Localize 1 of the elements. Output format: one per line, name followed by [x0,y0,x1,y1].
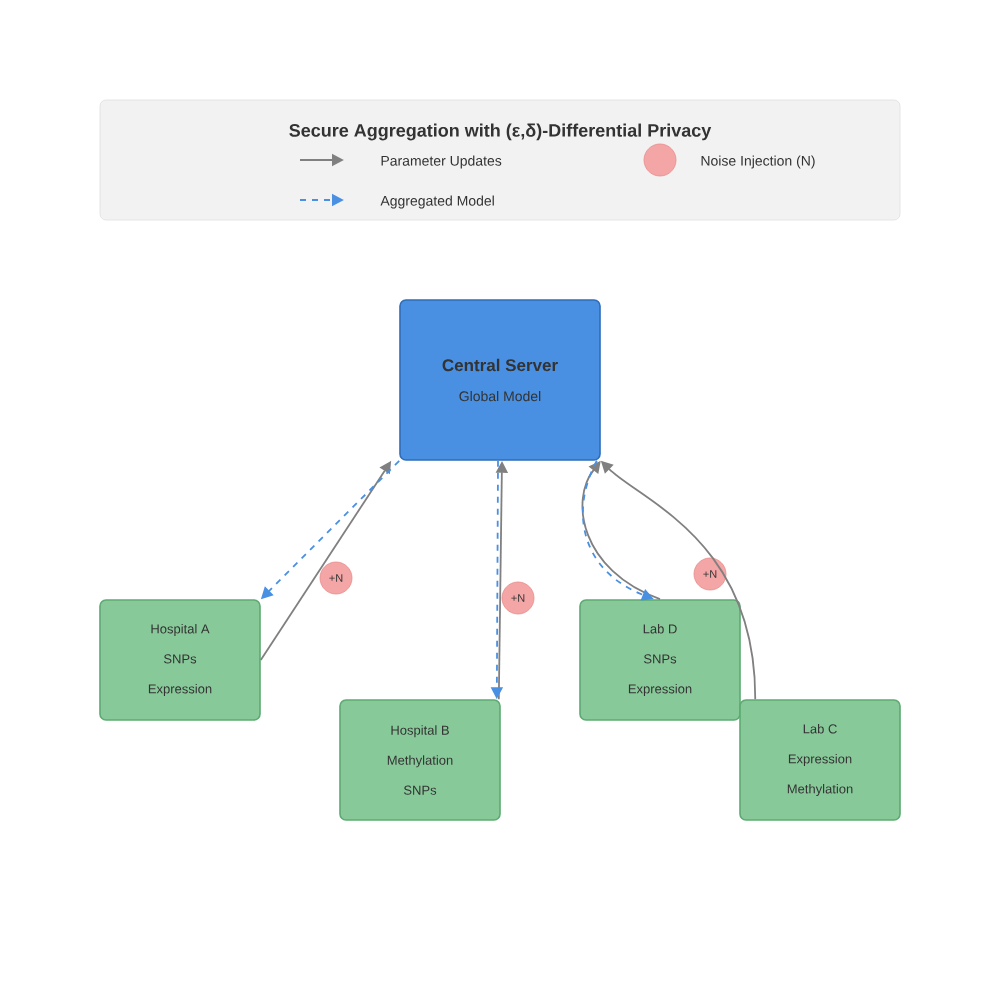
title: Secure Aggregation with (ε,δ)-Differential Privacy [289,123,712,141]
